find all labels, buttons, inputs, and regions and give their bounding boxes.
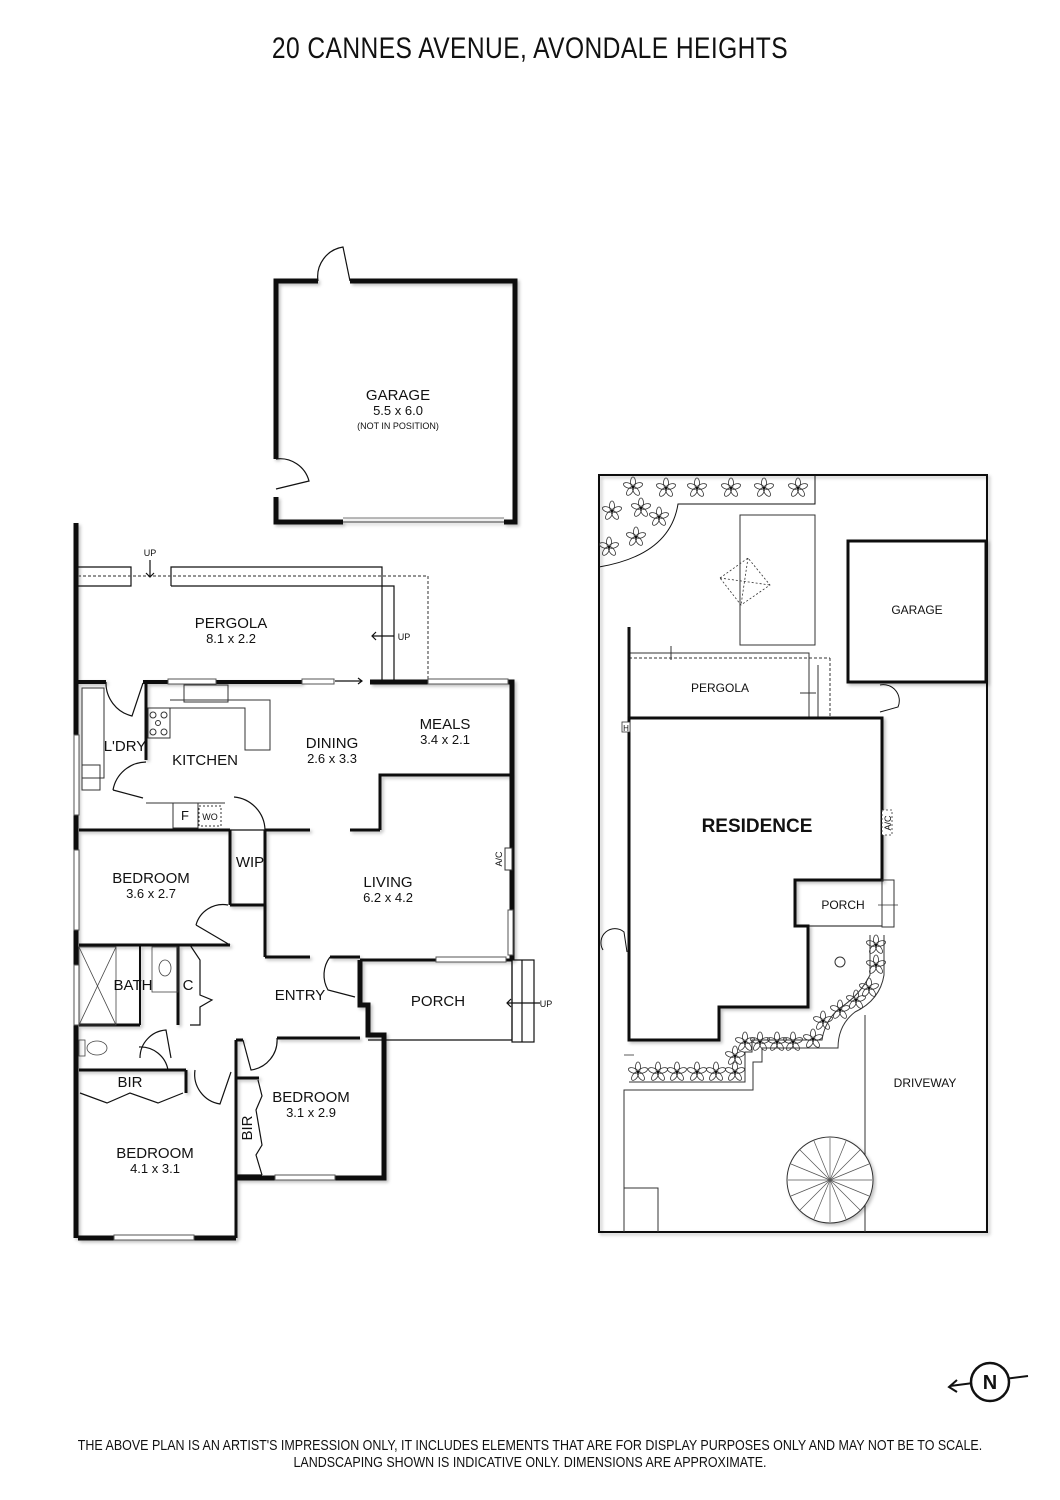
svg-text:WIP: WIP [236,854,264,871]
svg-text:2.6 x 3.3: 2.6 x 3.3 [307,751,357,766]
svg-text:DRIVEWAY: DRIVEWAY [894,1076,957,1090]
svg-text:DINING: DINING [306,735,359,752]
plan-title: 20 CANNES AVENUE, AVONDALE HEIGHTS [271,32,789,65]
svg-text:KITCHEN: KITCHEN [172,752,238,769]
svg-text:RESIDENCE: RESIDENCE [702,816,813,837]
svg-text:ENTRY: ENTRY [275,987,326,1004]
svg-text:WO: WO [202,812,218,822]
svg-text:3.6 x 2.7: 3.6 x 2.7 [126,886,176,901]
svg-text:BIR: BIR [239,1115,256,1140]
svg-text:UP: UP [144,548,157,558]
svg-text:GARAGE: GARAGE [891,603,942,617]
svg-text:BEDROOM: BEDROOM [116,1145,194,1162]
svg-text:UP: UP [540,999,553,1009]
svg-text:UP: UP [398,632,411,642]
room-labels: GARAGE 5.5 x 6.0 (NOT IN POSITION) PERGO… [104,387,553,1176]
svg-text:F: F [181,808,189,823]
svg-text:BIR: BIR [117,1074,142,1091]
site-plan: GARAGE PERGOLA RESIDENCE PORCH DRIVEWAY … [598,474,988,1233]
tree-icon [786,1136,874,1224]
svg-text:PERGOLA: PERGOLA [691,681,749,695]
door-swings [105,681,356,1105]
svg-text:5.5 x 6.0: 5.5 x 6.0 [373,403,423,418]
svg-text:8.1 x 2.2: 8.1 x 2.2 [206,631,256,646]
svg-text:PORCH: PORCH [411,993,465,1010]
svg-text:C: C [183,977,194,994]
svg-text:4.1 x 3.1: 4.1 x 3.1 [130,1161,180,1176]
svg-text:(NOT IN POSITION): (NOT IN POSITION) [357,421,439,431]
north-compass-icon: N [947,1361,1029,1403]
svg-text:H: H [623,724,629,733]
svg-text:BEDROOM: BEDROOM [112,870,190,887]
svg-text:BEDROOM: BEDROOM [272,1089,350,1106]
bir-doors [79,1079,263,1176]
svg-text:GARAGE: GARAGE [366,387,430,404]
svg-text:PERGOLA: PERGOLA [195,615,268,632]
pergola-outline [78,560,429,685]
svg-text:BATH: BATH [114,977,153,994]
svg-text:3.4 x 2.1: 3.4 x 2.1 [420,732,470,747]
kitchen-fixtures [81,684,271,829]
svg-text:A/C: A/C [494,851,504,867]
ac-unit [504,847,513,871]
svg-text:A/C: A/C [883,815,893,831]
bath-fixtures [78,946,179,1057]
svg-text:PORCH: PORCH [821,898,864,912]
svg-text:LIVING: LIVING [363,874,412,891]
svg-text:6.2 x 4.2: 6.2 x 4.2 [363,890,413,905]
disclaimer: THE ABOVE PLAN IS AN ARTIST'S IMPRESSION… [74,1438,986,1472]
garage-structure [273,278,518,525]
svg-text:MEALS: MEALS [420,716,471,733]
disclaimer-line-1: THE ABOVE PLAN IS AN ARTIST'S IMPRESSION… [77,1438,983,1454]
svg-text:3.1 x 2.9: 3.1 x 2.9 [286,1105,336,1120]
porch-outline [368,959,540,1043]
svg-text:N: N [983,1372,997,1394]
disclaimer-line-2: LANDSCAPING SHOWN IS INDICATIVE ONLY. DI… [293,1455,767,1471]
svg-text:L'DRY: L'DRY [104,738,147,755]
windows [73,678,514,1241]
